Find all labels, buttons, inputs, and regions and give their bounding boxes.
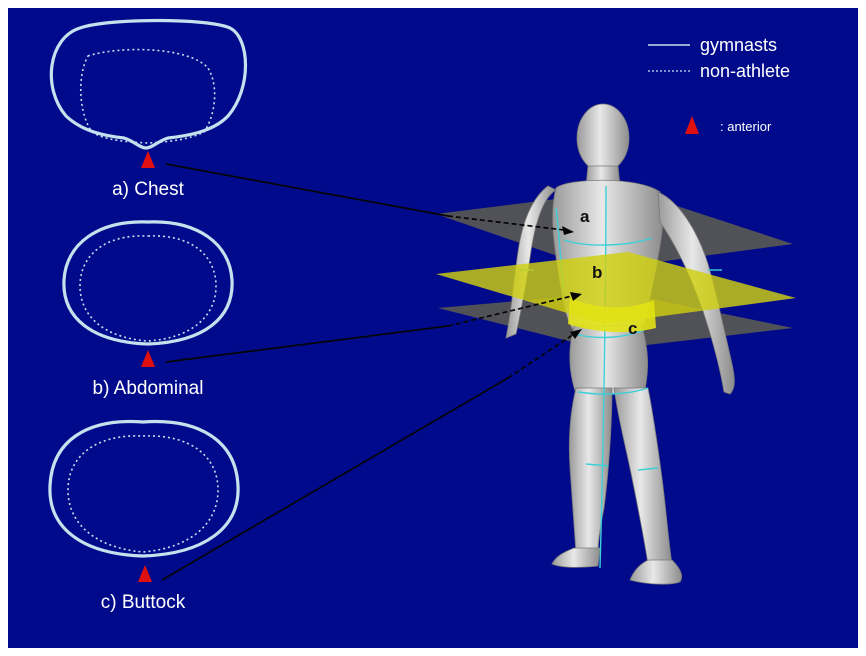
- abdominal-connector: [166, 326, 448, 362]
- buttock-connector: [162, 378, 508, 580]
- abdominal-gymnast-outline: [64, 222, 232, 344]
- buttock-section: c) Buttock: [50, 422, 238, 613]
- legend-non-athlete: non-athlete: [700, 61, 790, 81]
- abdominal-nonathlete-outline: [80, 236, 216, 341]
- legend: gymnasts non-athlete : anterior: [648, 35, 790, 134]
- legend-gymnasts: gymnasts: [700, 35, 777, 55]
- diagram-panel: a) Chest b) Abdominal c) Buttock gymnast…: [8, 8, 858, 648]
- chest-label: a) Chest: [112, 179, 185, 200]
- point-b-label: b: [592, 263, 602, 282]
- abdominal-label: b) Abdominal: [93, 378, 204, 399]
- buttock-label: c) Buttock: [101, 592, 186, 613]
- point-c-label: c: [628, 319, 637, 338]
- buttock-anterior-marker: [138, 565, 152, 582]
- chest-connector: [166, 164, 448, 216]
- legend-anterior-marker: [685, 116, 699, 134]
- chest-nonathlete-outline: [81, 50, 215, 143]
- buttock-connector-dashed: [508, 334, 574, 378]
- abdominal-section: b) Abdominal: [64, 222, 232, 399]
- buttock-gymnast-outline: [50, 422, 238, 556]
- point-a-label: a: [580, 207, 590, 226]
- legend-anterior-label: : anterior: [720, 119, 772, 134]
- abdominal-anterior-marker: [141, 350, 155, 367]
- human-figure: [506, 104, 734, 584]
- buttock-nonathlete-outline: [68, 436, 218, 552]
- body-model: a b c: [436, 104, 796, 584]
- diagram-canvas: a) Chest b) Abdominal c) Buttock gymnast…: [8, 8, 858, 648]
- chest-anterior-marker: [141, 151, 155, 168]
